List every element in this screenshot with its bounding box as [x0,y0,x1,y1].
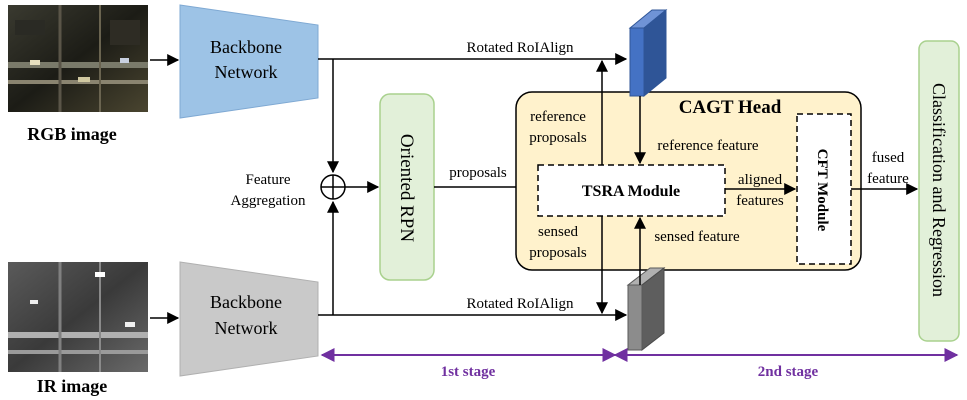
feature-aggregation-symbol [320,174,346,200]
cagt-head-title: CAGT Head [679,97,782,118]
ir-image-caption: IR image [37,376,108,396]
rgb-backbone-label-2: Network [215,62,278,82]
fused-feature-label-2: feature [867,171,909,187]
classification-regression-label: Classification and Regression [929,83,949,297]
feature-aggregation-label-1: Feature [246,172,291,188]
rgb-backbone-network [179,4,319,119]
sensed-proposals-label-1: sensed [538,224,578,240]
rgb-image [8,5,148,112]
feature-aggregation-label-2: Aggregation [231,193,306,209]
ir-backbone-network [179,261,319,377]
sensed-proposals-label-2: proposals [529,245,587,261]
sensed-feature-label: sensed feature [654,229,740,245]
ir-image [8,262,148,372]
ir-roi-feature-block [626,266,666,352]
rgb-backbone-label-1: Backbone [210,37,282,57]
reference-feature-label: reference feature [657,138,758,154]
first-stage-label: 1st stage [441,364,496,380]
classification-regression-box [918,40,960,342]
tsra-module-label: TSRA Module [582,183,680,200]
ir-backbone-label-2: Network [215,318,278,338]
reference-proposals-label-1: reference [530,109,586,125]
cft-module-label: CFT Module [814,149,830,232]
second-stage-label: 2nd stage [758,364,819,380]
rgb-image-caption: RGB image [27,124,117,144]
fused-feature-label-1: fused [872,150,905,166]
aligned-features-label-2: features [736,193,784,209]
rotated-roialign-top-label: Rotated RoIAlign [466,40,574,56]
rgb-roi-feature-block [628,8,668,98]
oriented-rpn-label: Oriented RPN [396,134,417,242]
ir-backbone-label-1: Backbone [210,292,282,312]
cft-module-box [796,113,852,265]
reference-proposals-label-2: proposals [529,130,587,146]
rotated-roialign-bottom-label: Rotated RoIAlign [466,296,574,312]
tsra-module-box [537,164,726,217]
aligned-features-label-1: aligned [738,172,783,188]
proposals-label: proposals [449,165,507,181]
